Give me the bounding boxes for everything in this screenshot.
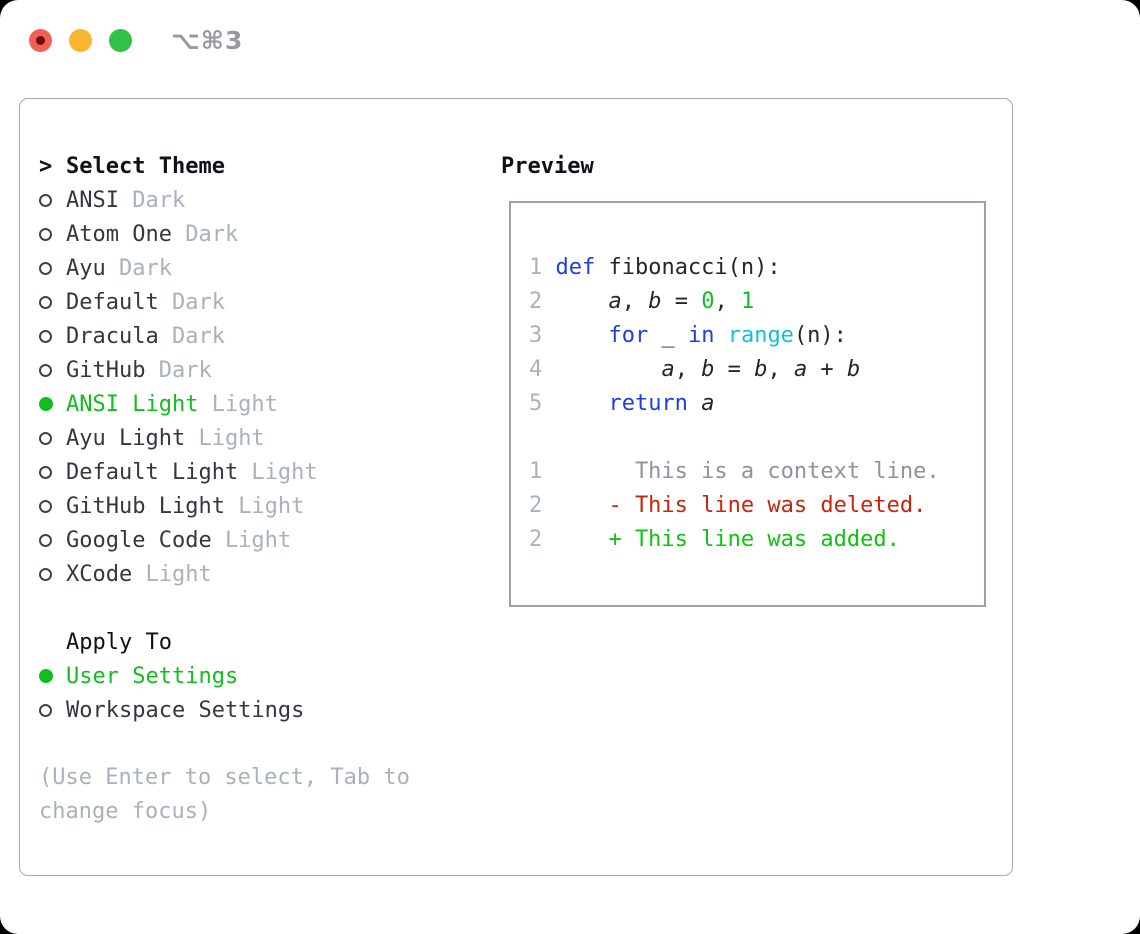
radio-icon: [39, 431, 66, 445]
theme-variant-badge: Dark: [171, 323, 225, 349]
radio-icon: [39, 295, 66, 309]
theme-name: Dracula: [66, 323, 159, 349]
line-number: 4: [529, 357, 543, 382]
theme-name: Google Code: [66, 527, 212, 553]
theme-variant-badge: Dark: [185, 221, 239, 247]
theme-name: Default: [66, 289, 159, 315]
theme-variant-badge: Light: [238, 493, 305, 519]
radio-icon: [39, 363, 66, 377]
radio-icon: [39, 193, 66, 207]
apply-option-user-settings[interactable]: User Settings: [39, 659, 304, 693]
theme-option-default[interactable]: Default Dark: [39, 285, 318, 319]
theme-option-google-code[interactable]: Google Code Light: [39, 523, 318, 557]
theme-variant-badge: Light: [224, 527, 292, 553]
line-number: 5: [529, 391, 543, 416]
apply-option-label: Workspace Settings: [66, 697, 305, 723]
code-line: 3 for _ in range(n):: [529, 319, 940, 353]
line-number: [529, 421, 542, 455]
prompt-caret-icon: >: [39, 153, 53, 179]
line-number: 2: [529, 527, 543, 552]
zoom-button[interactable]: [109, 29, 132, 52]
theme-variant-badge: Light: [251, 459, 318, 485]
apply-option-workspace-settings[interactable]: Workspace Settings: [39, 693, 304, 727]
preview-header: Preview: [501, 153, 594, 179]
select-theme-header: > Select Theme: [39, 149, 318, 183]
theme-name: Ayu Light: [66, 425, 186, 451]
code-line: 2 - This line was deleted.: [529, 489, 940, 523]
theme-option-default-light[interactable]: Default Light Light: [39, 455, 318, 489]
theme-name: GitHub: [66, 357, 146, 383]
radio-selected-icon: [39, 669, 66, 683]
code-line: 4 a, b = b, a + b: [529, 353, 940, 387]
theme-option-ansi-light[interactable]: ANSI Light Light: [39, 387, 318, 421]
theme-name: ANSI Light: [66, 391, 199, 417]
code-line: 1 This is a context line.: [529, 455, 940, 489]
radio-icon: [39, 703, 66, 717]
line-number: 2: [529, 493, 543, 518]
select-theme-header-label: Select Theme: [66, 153, 225, 179]
theme-variant-badge: Light: [198, 425, 265, 451]
code-line: 2 + This line was added.: [529, 523, 940, 557]
theme-variant-badge: Dark: [171, 289, 225, 315]
radio-icon: [39, 567, 66, 581]
radio-icon: [39, 329, 66, 343]
minimize-button[interactable]: [69, 29, 92, 52]
theme-variant-badge: Dark: [132, 187, 186, 213]
code-line: 2 a, b = 0, 1: [529, 285, 940, 319]
theme-option-github[interactable]: GitHub Dark: [39, 353, 318, 387]
line-number: 3: [529, 323, 543, 348]
keyboard-hint: (Use Enter to select, Tab to change focu…: [39, 765, 410, 824]
radio-icon: [39, 227, 66, 241]
code-line-blank: [529, 421, 940, 455]
line-number: 1: [529, 255, 543, 280]
theme-name: Atom One: [66, 221, 172, 247]
theme-option-xcode[interactable]: XCode Light: [39, 557, 318, 591]
apply-to-header-label: Apply To: [66, 629, 172, 655]
theme-variant-badge: Dark: [158, 357, 212, 383]
line-number: 1: [529, 459, 543, 484]
line-number: 2: [529, 289, 543, 314]
window-title: ⌥⌘3: [171, 26, 244, 55]
theme-variant-badge: Light: [211, 391, 278, 417]
theme-name: Default Light: [66, 459, 239, 485]
radio-selected-icon: [39, 397, 66, 411]
theme-option-atom-one[interactable]: Atom One Dark: [39, 217, 318, 251]
theme-option-ayu[interactable]: Ayu Dark: [39, 251, 318, 285]
radio-icon: [39, 261, 66, 275]
unsaved-dot-icon: [36, 36, 45, 45]
titlebar: ⌥⌘3: [29, 26, 243, 55]
radio-icon: [39, 465, 66, 479]
theme-option-ansi[interactable]: ANSI Dark: [39, 183, 318, 217]
theme-variant-badge: Dark: [118, 255, 172, 281]
apply-to-header: Apply To: [39, 625, 304, 659]
theme-option-dracula[interactable]: Dracula Dark: [39, 319, 318, 353]
radio-icon: [39, 499, 66, 513]
theme-option-github-light[interactable]: GitHub Light Light: [39, 489, 318, 523]
theme-variant-badge: Light: [145, 561, 212, 587]
theme-name: ANSI: [66, 187, 119, 213]
apply-option-label: User Settings: [66, 663, 239, 689]
radio-icon: [39, 533, 66, 547]
theme-option-ayu-light[interactable]: Ayu Light Light: [39, 421, 318, 455]
close-button[interactable]: [29, 29, 52, 52]
code-line: 5 return a: [529, 387, 940, 421]
theme-name: GitHub Light: [66, 493, 225, 519]
theme-name: Ayu: [66, 255, 106, 281]
theme-name: XCode: [66, 561, 133, 587]
